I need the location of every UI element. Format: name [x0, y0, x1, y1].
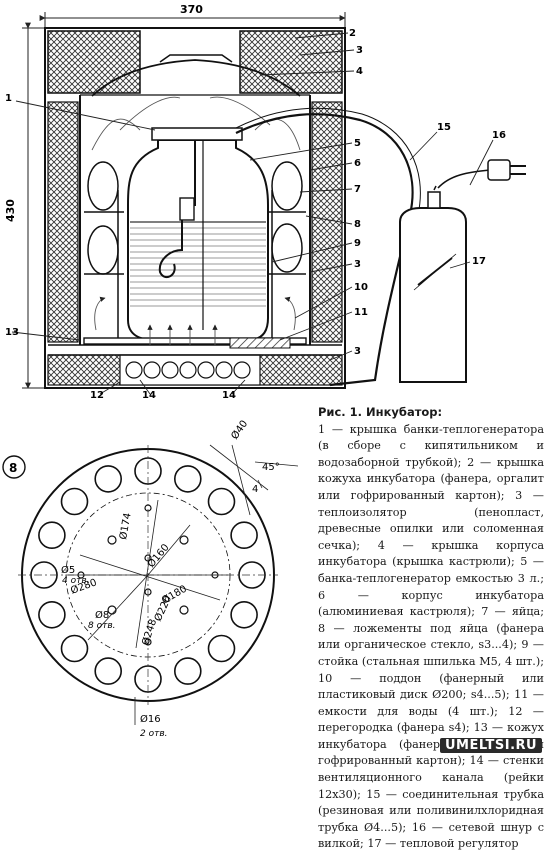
callout: 13 [5, 327, 19, 338]
svg-text:4 отв.: 4 отв. [62, 576, 90, 586]
callout: 16 [492, 130, 506, 141]
egg-hole [230, 600, 258, 629]
egg-rack-disk: 8 Ø40 45° 4 Ø174 [2, 418, 299, 739]
egg-hole [94, 657, 122, 685]
thermal-regulator [399, 185, 467, 383]
callout: 1 [5, 93, 12, 104]
callout: 12 [90, 390, 104, 401]
callout: 6 [354, 158, 361, 169]
water-container [229, 337, 291, 349]
egg-hole [174, 657, 202, 685]
egg-hole [38, 521, 66, 550]
svg-text:Ø174: Ø174 [117, 512, 134, 541]
callout: 7 [354, 184, 361, 195]
callout: 4 [356, 66, 363, 77]
tray [83, 337, 307, 345]
egg-hole [60, 634, 89, 663]
egg-hole [174, 465, 202, 493]
egg-hole [207, 487, 236, 516]
callout: 10 [354, 282, 368, 293]
heat-generator-jar [127, 127, 269, 341]
callout: 9 [354, 238, 361, 249]
callout: 14 [142, 390, 156, 401]
leader-lines [11, 32, 494, 395]
caption-title: Рис. 1. Инкубатор: [318, 405, 443, 419]
disk-egg-holes [30, 457, 266, 693]
air-flow [91, 96, 301, 345]
svg-text:2 отв.: 2 отв. [140, 729, 168, 739]
callout: 8 [354, 219, 361, 230]
egg-hole [230, 521, 258, 550]
svg-text:4: 4 [252, 484, 258, 495]
dimension-left: 430 [4, 22, 45, 389]
egg-hole [38, 600, 66, 629]
figure-caption: Рис. 1. Инкубатор: 1 — крышка банки-тепл… [318, 404, 544, 853]
svg-text:8: 8 [9, 461, 17, 475]
vent-channel-holes [125, 361, 251, 379]
callout: 3 [354, 259, 361, 270]
callout: 15 [437, 122, 451, 133]
dim-width-label: 370 [180, 3, 203, 16]
top-insulation-left [47, 30, 141, 94]
callout: 2 [349, 28, 356, 39]
site-watermark: UMELTSI.RU [440, 738, 543, 753]
power-cord [437, 169, 491, 189]
svg-text:Ø40: Ø40 [229, 418, 251, 442]
side-insulation-left [47, 101, 79, 343]
plug [487, 159, 526, 181]
callout-numbers: 1 2 3 4 5 6 7 8 9 3 10 11 3 13 12 14 14 … [5, 28, 506, 401]
dim-height-label: 430 [4, 199, 17, 222]
svg-text:Ø8: Ø8 [95, 609, 109, 621]
section-marker [2, 455, 26, 479]
egg-racks [84, 190, 306, 340]
callout: 3 [356, 45, 363, 56]
svg-text:Ø16: Ø16 [140, 713, 161, 725]
svg-text:45°: 45° [262, 462, 280, 473]
top-insulation-right [239, 30, 343, 94]
callout: 3 [354, 346, 361, 357]
callout: 17 [472, 256, 486, 267]
side-insulation-right [311, 101, 343, 343]
egg-hole [207, 634, 236, 663]
connecting-tube [235, 113, 414, 387]
egg-hole [94, 465, 122, 493]
callout: 11 [354, 307, 368, 318]
caption-legend: 1 — крышка банки-теплогенератора (в сбор… [318, 422, 544, 851]
incubator-drawing: 370 430 [2, 3, 526, 739]
egg-hole [60, 487, 89, 516]
svg-text:8 отв.: 8 отв. [88, 621, 116, 631]
dimension-top: 370 [39, 3, 346, 32]
incubator-casing [44, 27, 346, 389]
svg-text:Ø5: Ø5 [61, 564, 75, 576]
callout: 5 [354, 138, 361, 149]
callout: 14 [222, 390, 236, 401]
pot-lid [91, 59, 301, 97]
